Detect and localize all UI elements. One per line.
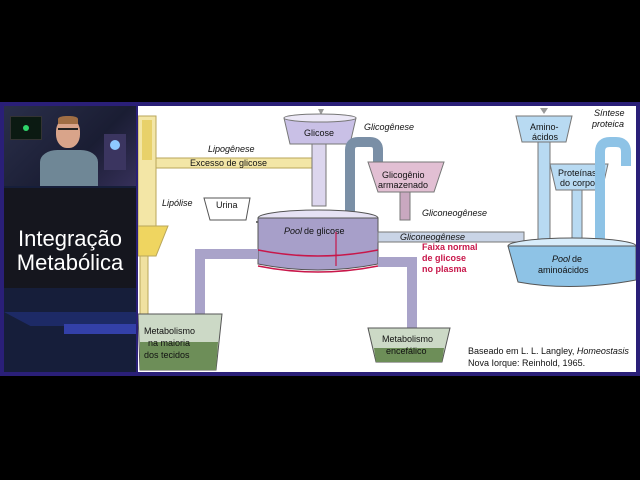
video-frame: Integração Metabólica Lipogênese Excesso…: [0, 102, 640, 376]
background-shelf: [104, 134, 126, 170]
label-proteinas-2: do corpo: [560, 178, 595, 188]
label-gliconeogenese-1: Gliconeogênese: [422, 208, 487, 218]
glucose-input-arrow: [318, 109, 324, 115]
label-pool-amino-b: de: [572, 254, 582, 264]
protein-synthesis-pipe: [595, 137, 631, 246]
credit-line-1: Baseado em L. L. Langley,: [468, 346, 577, 356]
label-pool-amino-2: aminoácidos: [538, 265, 589, 275]
brain-outflow-pipe: [378, 257, 417, 328]
label-metab-encef-1: Metabolismo: [382, 334, 433, 344]
normal-range-line-bottom: [257, 265, 379, 273]
label-glicose: Glicose: [304, 128, 334, 138]
fat-funnel: [138, 225, 169, 257]
label-pool-glicose-a: Pool: [284, 226, 303, 236]
label-sintese-2: proteica: [591, 119, 624, 129]
label-glicogenese: Glicogênese: [364, 122, 414, 132]
background-monitor: [10, 116, 42, 140]
label-proteinas-1: Proteínas: [558, 168, 597, 178]
gluconeogenesis-pipe: [377, 231, 525, 243]
svg-text:Baseado em L. L. Langley, Home: Baseado em L. L. Langley, Homeostasis: [468, 346, 629, 356]
label-gliconeogenese-2: Gliconeogênese: [400, 232, 465, 242]
urine-bowl: [203, 197, 251, 221]
label-sintese-1: Síntese: [594, 108, 625, 118]
amino-acid-down-pipe: [537, 141, 551, 249]
diagram-slide: Lipogênese Excesso de glicose Lipólise G…: [138, 106, 636, 372]
lesson-title-line1: Integração: [18, 226, 122, 251]
decor-stripe-accent: [64, 324, 136, 334]
glucose-pool: [257, 217, 379, 271]
label-faixa-2: de glicose: [422, 253, 466, 263]
tissue-outflow-pipe: [195, 249, 258, 314]
label-lipogenese: Lipogênese: [208, 144, 255, 154]
label-faixa-3: no plasma: [422, 264, 468, 274]
label-glicogenio-1: Glicogênio: [382, 170, 425, 180]
decor-stripe: [4, 312, 136, 326]
glucose-down-pipe: [311, 143, 327, 207]
label-glicogenio-2: armazenado: [378, 180, 428, 190]
label-excesso-glicose: Excesso de glicose: [190, 158, 267, 168]
webcam-feed: [4, 106, 136, 186]
label-metab-tecidos-3: dos tecidos: [144, 350, 190, 360]
lesson-title-line2: Metabólica: [16, 250, 124, 275]
label-pool-glicose-b: de glicose: [304, 226, 345, 236]
presenter-panel: Integração Metabólica: [4, 106, 136, 372]
lesson-title-card: Integração Metabólica: [4, 188, 136, 288]
label-faixa-1: Faixa normal: [422, 242, 478, 252]
label-pool-amino-a: Pool: [552, 254, 571, 264]
glycogenolysis-pipe: [399, 191, 411, 221]
presenter-body: [40, 150, 98, 186]
label-urina: Urina: [216, 200, 238, 210]
glucose-metabolism-diagram: Lipogênese Excesso de glicose Lipólise G…: [138, 108, 636, 371]
presenter-hair: [58, 116, 78, 124]
adipose-fill: [142, 120, 152, 160]
label-aminoacidos-1: Amino-: [530, 122, 559, 132]
label-metab-encef-2: encefálico: [386, 346, 427, 356]
amino-acid-bowl: [515, 115, 573, 143]
normal-range-line-top: [257, 249, 379, 257]
glycogen-bowl: [367, 161, 445, 193]
label-aminoacidos-2: ácidos: [532, 132, 559, 142]
label-lipolise: Lipólise: [162, 198, 193, 208]
amino-acid-pool: [507, 245, 636, 288]
glycogenesis-pipe: [345, 137, 383, 224]
credit-line-1-italic: Homeostasis: [577, 346, 630, 356]
label-metab-tecidos-1: Metabolismo: [144, 326, 195, 336]
credit-line-2: Nova Iorque: Reinhold, 1965.: [468, 358, 585, 368]
label-metab-tecidos-2: na maioria: [148, 338, 190, 348]
presenter-glasses: [58, 128, 78, 134]
